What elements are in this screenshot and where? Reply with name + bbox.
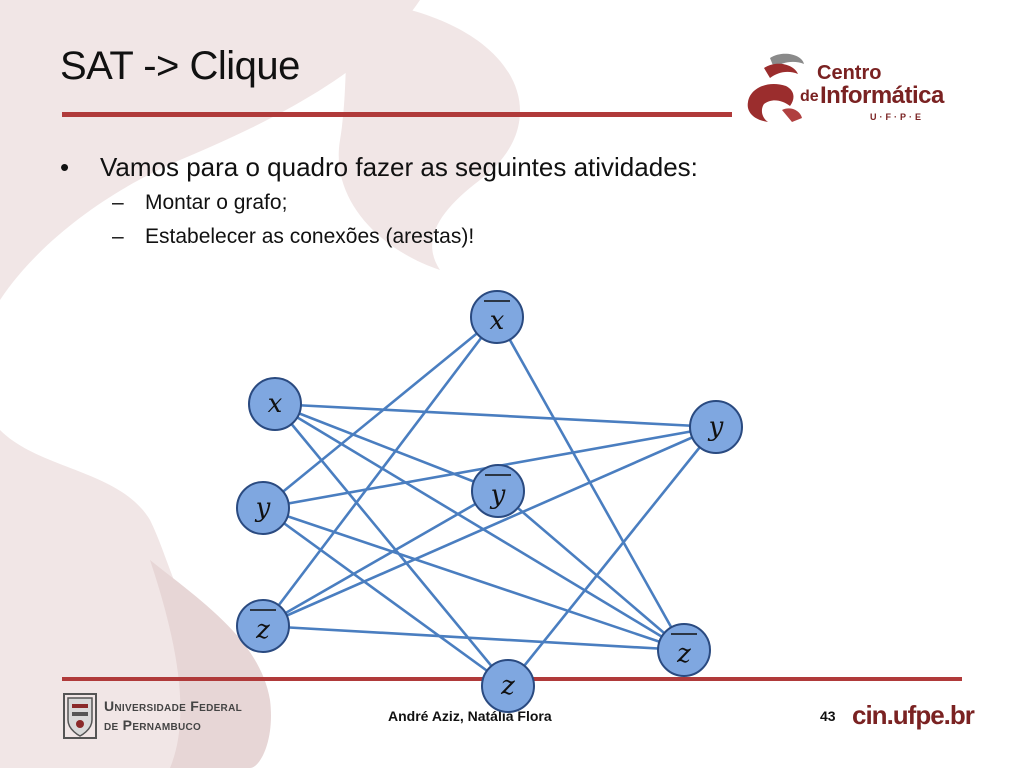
footer-site-url: cin.ufpe.br [852, 700, 975, 730]
ufpe-crest-icon [63, 693, 97, 739]
node-label: y [708, 412, 724, 442]
bullet-marker: • [60, 152, 70, 182]
page-number: 43 [820, 708, 836, 724]
graph-edges [261, 315, 718, 688]
node-ybar_mid: y [471, 464, 525, 518]
node-z_bottom: z [481, 659, 535, 713]
sub-bullet-text: Montar o grafo; [145, 191, 288, 214]
node-circle [248, 377, 302, 431]
node-label: y [255, 493, 271, 523]
centro-informatica-logo: Centro de Informática U·F·P·E [742, 50, 972, 125]
edge-y_left-z_bottom [262, 506, 509, 688]
edge-x_left-y_right [274, 402, 717, 429]
node-circle [236, 599, 290, 653]
node-circle [471, 464, 525, 518]
edge-x_left-ybar_mid [274, 402, 499, 493]
ufpe-name-line-2: de Pernambuco [104, 717, 202, 733]
node-label: z [255, 615, 270, 645]
edge-x_left-zbar_right [274, 402, 685, 652]
sub-bullet-marker: – [112, 225, 124, 248]
edge-ybar_mid-zbar_right [497, 490, 685, 651]
edge-zbar_left-zbar_right [262, 624, 685, 652]
node-label: z [500, 671, 515, 701]
node-label: z [676, 639, 691, 669]
bullet-item-main: • Vamos para o quadro fazer as seguintes … [60, 152, 698, 183]
node-circle [657, 623, 711, 677]
bullet-list: • Vamos para o quadro fazer as seguintes … [60, 152, 698, 259]
bullet-item-sub-2: –Estabelecer as conexões (arestas)! [112, 225, 698, 249]
bullet-text: Vamos para o quadro fazer as seguintes a… [100, 152, 698, 182]
node-label: x [490, 306, 505, 336]
logo-line-informatica: Informática [820, 82, 944, 109]
node-zbar_left: z [236, 599, 290, 653]
ufpe-logo: Universidade Federal de Pernambuco [60, 690, 260, 742]
centro-informatica-mark-icon [747, 53, 804, 122]
edge-xbar_top-y_left [262, 315, 498, 510]
node-zbar_right: z [657, 623, 711, 677]
node-y_right: y [689, 400, 743, 454]
sub-bullet-marker: – [112, 191, 124, 214]
edge-y_left-zbar_right [262, 506, 685, 652]
node-y_left: y [236, 481, 290, 535]
logo-line-ufpe: U·F·P·E [870, 112, 924, 122]
node-xbar_top: x [470, 290, 524, 344]
graph-nodes: x x y y y z z z [236, 290, 743, 713]
node-circle [236, 481, 290, 535]
node-label: y [490, 480, 506, 510]
edge-x_left-z_bottom [273, 403, 510, 687]
slide-title: SAT -> Clique [60, 44, 300, 88]
node-circle [470, 290, 524, 344]
sub-bullet-text: Estabelecer as conexões (arestas)! [145, 225, 475, 248]
node-circle [689, 400, 743, 454]
title-underline [62, 112, 732, 117]
edge-z_bottom-y_right [506, 426, 718, 687]
ufpe-name-line-1: Universidade Federal [104, 698, 243, 714]
node-x_left: x [248, 377, 302, 431]
bullet-item-sub-1: –Montar o grafo; [112, 191, 698, 215]
logo-line-de: de [800, 88, 819, 105]
node-label: x [268, 389, 283, 419]
edge-zbar_left-y_right [262, 425, 717, 628]
edge-ybar_mid-zbar_left [262, 489, 499, 628]
logo-line-centro: Centro [817, 62, 882, 84]
edge-xbar_top-zbar_left [261, 316, 499, 627]
node-circle [481, 659, 535, 713]
